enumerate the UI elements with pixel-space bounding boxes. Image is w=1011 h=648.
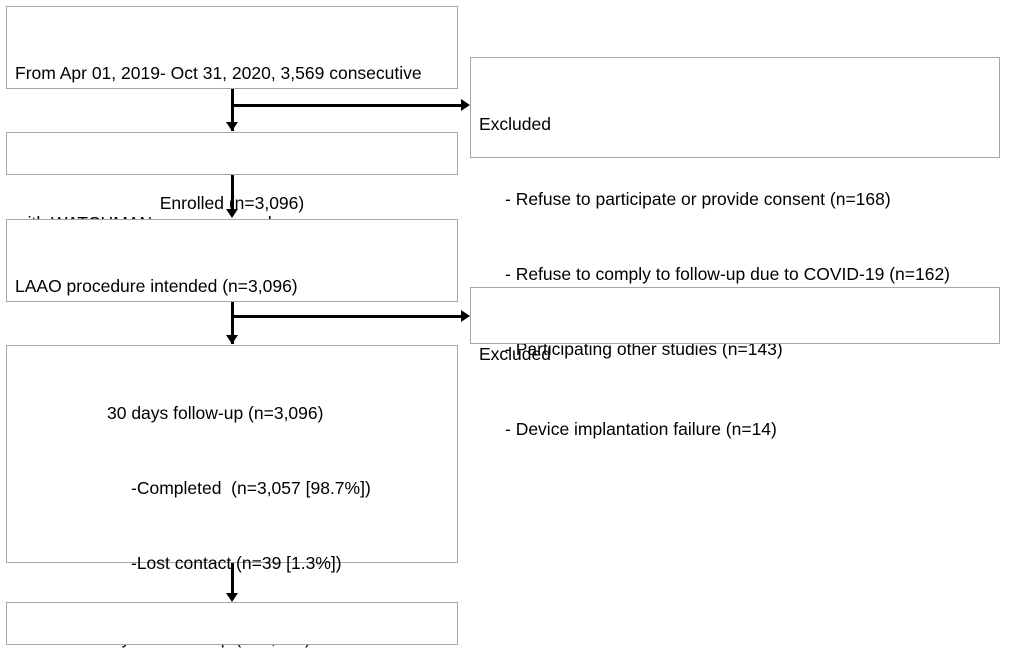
connector-enrolled-to-procedure <box>231 175 234 211</box>
box-laao-procedure: LAAO procedure intended (n=3,096) - WATC… <box>6 219 458 446</box>
arrow-procedure-to-excluded2 <box>461 310 470 322</box>
box-excluded-1: Excluded - Refuse to participate or prov… <box>470 57 1000 359</box>
box-followup-group-1-completed: -Completed (n=3,057 [98.7%]) <box>131 478 371 498</box>
box-followup-group-1-lost: -Lost contact (n=39 [1.3%]) <box>131 553 342 573</box>
box-enrolled: Enrolled (n=3,096) <box>6 132 458 213</box>
arrow-screened-to-excluded1 <box>461 99 470 111</box>
box-excluded-2-item-1: - Device implantation failure (n=14) <box>505 419 777 439</box>
box-followup-group-1-heading: 30 days follow-up (n=3,096) <box>107 403 324 423</box>
connector-followup-to-analyzed <box>231 563 234 599</box>
arrow-screened-to-enrolled <box>226 122 238 131</box>
box-enrolled-line-1: Enrolled (n=3,096) <box>159 193 305 213</box>
box-screened: From Apr 01, 2019- Oct 31, 2020, 3,569 c… <box>6 6 458 233</box>
connector-screened-to-enrolled <box>231 89 234 131</box>
arrow-enrolled-to-procedure <box>226 209 238 218</box>
box-analyzed: 3-year events analyzed (n=3,082) <box>6 602 458 645</box>
connector-procedure-to-excluded2 <box>231 315 463 318</box>
box-excluded-1-item-2: - Refuse to comply to follow-up due to C… <box>505 264 951 284</box>
arrow-procedure-to-followup <box>226 335 238 344</box>
box-excluded-1-item-3: - Participating other studies (n=143) <box>505 339 783 359</box>
arrow-followup-to-analyzed <box>226 593 238 602</box>
connector-screened-to-excluded1 <box>231 104 463 107</box>
box-followup: 30 days follow-up (n=3,096) -Completed (… <box>6 345 458 648</box>
box-screened-line-1: From Apr 01, 2019- Oct 31, 2020, 3,569 c… <box>15 63 422 83</box>
box-excluded-1-item-1: - Refuse to participate or provide conse… <box>505 189 891 209</box>
box-excluded-2-heading: Excluded <box>479 344 551 364</box>
box-excluded-2: Excluded - Device implantation failure (… <box>470 287 1000 439</box>
box-laao-procedure-heading: LAAO procedure intended (n=3,096) <box>15 276 298 296</box>
box-excluded-1-heading: Excluded <box>479 114 551 134</box>
connector-procedure-to-followup <box>231 302 234 344</box>
